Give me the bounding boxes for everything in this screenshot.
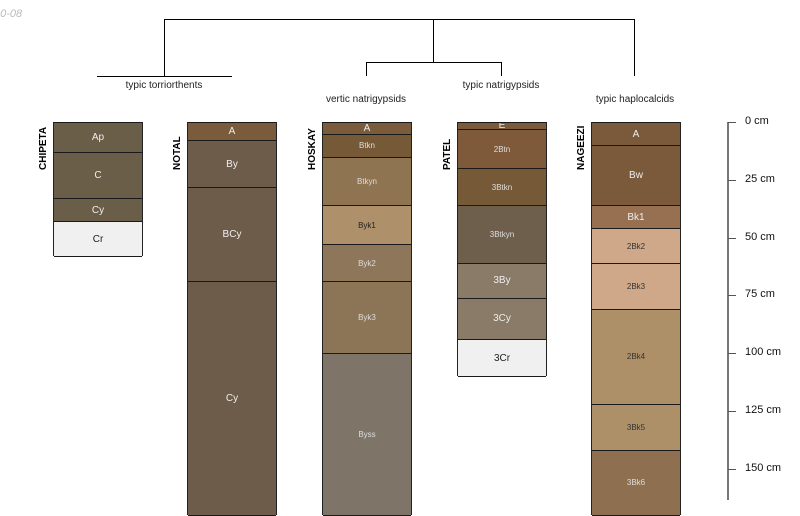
- axis-tick-label: 75 cm: [745, 288, 775, 301]
- horizon: Cy: [54, 198, 142, 223]
- horizon: 3Cy: [458, 297, 546, 341]
- dendro-mid-stem: [433, 19, 434, 62]
- horizon: By: [188, 140, 276, 188]
- axis-tick: [728, 468, 736, 470]
- horizon: Byk2: [323, 244, 411, 283]
- horizon: 2Btn: [458, 128, 546, 170]
- axis-tick-label: 125 cm: [745, 403, 782, 416]
- axis-tick-label: 50 cm: [745, 230, 775, 243]
- axis-tick: [728, 295, 736, 297]
- horizon: C: [54, 152, 142, 200]
- axis-tick-label: 100 cm: [745, 346, 782, 358]
- horizon: 2Bk3: [592, 262, 680, 311]
- horizon: Cy: [188, 281, 276, 516]
- dendro-left-stem: [164, 19, 165, 76]
- dendro-right-stem: [634, 19, 635, 76]
- horizon: 2Bk4: [592, 309, 680, 405]
- horizon: 3Btkn: [458, 168, 546, 207]
- horizon: Ap: [54, 122, 142, 154]
- profile-name: HOSKAY: [307, 128, 318, 170]
- axis-tick: [728, 410, 736, 412]
- axis-tick-label: 150 cm: [745, 461, 782, 474]
- taxon-label: typic torriorthents: [125, 80, 203, 91]
- axis-tick: [728, 237, 736, 239]
- dendro-mid-right-stem: [501, 62, 502, 76]
- horizon: 3Cr: [458, 339, 546, 378]
- corner-label: 10-08: [0, 8, 23, 20]
- horizon: 3Bk5: [592, 403, 680, 451]
- axis-tick: [728, 179, 736, 181]
- axis-tick-label: 25 cm: [745, 172, 775, 185]
- profile-name: CHIPETA: [38, 126, 49, 170]
- horizon: A: [188, 122, 276, 142]
- taxon-label: typic haplocalcids: [595, 94, 675, 105]
- horizon: BCy: [188, 186, 276, 283]
- dendro-root-bar: [164, 19, 635, 20]
- taxon-label: typic natrigypsids: [462, 80, 540, 91]
- horizon: 3Btkyn: [458, 205, 546, 264]
- horizon: 3By: [458, 262, 546, 299]
- dendro-mid-left-stem: [366, 62, 367, 76]
- axis-tick-label: 0 cm: [745, 115, 769, 127]
- horizon: Bw: [592, 145, 680, 207]
- horizon: Byss: [323, 353, 411, 516]
- horizon: Byk1: [323, 205, 411, 246]
- axis-tick: [728, 353, 736, 354]
- taxon-label: vertic natrigypsids: [325, 94, 407, 105]
- profile-name: PATEL: [442, 138, 453, 170]
- profile-name: NOTAL: [172, 136, 183, 170]
- horizon: Byk3: [323, 281, 411, 354]
- horizon: 3Bk6: [592, 450, 680, 516]
- dendro-mid-bar: [366, 62, 501, 63]
- axis-tick: [728, 122, 736, 123]
- horizon: Cr: [54, 221, 142, 257]
- horizon: Btkyn: [323, 156, 411, 207]
- horizon: Btkn: [323, 133, 411, 158]
- profile-name: NAGEEZI: [576, 125, 587, 170]
- horizon: A: [592, 122, 680, 147]
- dendro-left-bar: [97, 76, 232, 77]
- horizon: 2Bk2: [592, 228, 680, 264]
- horizon: Bk1: [592, 205, 680, 230]
- depth-axis-line: [727, 122, 729, 500]
